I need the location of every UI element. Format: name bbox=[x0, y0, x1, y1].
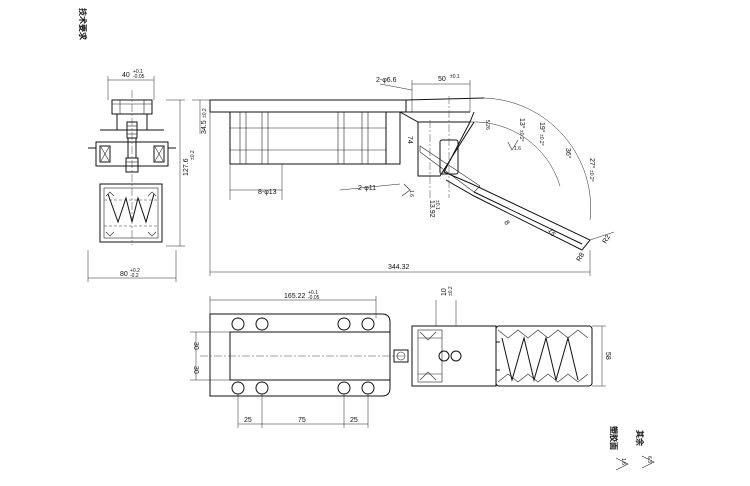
roughness-surface-value: 1.6 bbox=[620, 458, 626, 465]
side-dim-width: 40 bbox=[122, 72, 130, 79]
front-dim-19: 19° bbox=[538, 122, 546, 133]
front-dim-27-tol: ±0.2° bbox=[588, 170, 594, 182]
top-grip bbox=[495, 325, 593, 387]
front-dim-5-26: 5.26 bbox=[484, 120, 490, 130]
front-dim-50-tol: ±0.1 bbox=[450, 74, 460, 80]
front-dim-13: 13° bbox=[518, 118, 526, 129]
front-dim-74: 74 bbox=[406, 136, 413, 144]
top-dim-165: 165.22 bbox=[284, 293, 306, 300]
side-dim-height: 127.6 bbox=[183, 158, 190, 176]
side-dim-small-tol: ±0.2 bbox=[202, 108, 208, 118]
roughness-rest-value: 6.3 bbox=[646, 456, 652, 463]
front-dim-r2: R2 bbox=[602, 234, 613, 245]
side-dim-bottom-tol-upper: +0.2 bbox=[130, 268, 140, 274]
top-view: 165.22 +0.1 -0.05 10 ±0.2 30 30 25 75 25… bbox=[190, 286, 611, 428]
roughness-rest-label: 其余 bbox=[635, 430, 645, 447]
front-roughness-1-6b: 1.6 bbox=[408, 190, 414, 197]
side-dim-bottom-tol-lower: -0.2 bbox=[130, 273, 139, 279]
front-roughness-1-6: 1.6 bbox=[514, 146, 521, 152]
top-base-plate bbox=[209, 313, 391, 397]
top-dim-25-left: 25 bbox=[244, 417, 252, 424]
front-dim-r8: R8 bbox=[576, 252, 587, 263]
front-hole-8: 8-φ13 bbox=[258, 189, 277, 196]
vertical-requirement-label: 技术要求 bbox=[78, 8, 88, 41]
top-dim-30-bottom: 30 bbox=[192, 366, 199, 374]
side-dim-bottom: 80 bbox=[120, 271, 128, 278]
top-grip-spring bbox=[501, 336, 579, 382]
top-dim-10: 10 bbox=[441, 288, 448, 296]
side-nut bbox=[125, 157, 139, 173]
front-mount-arm bbox=[229, 111, 387, 165]
front-dim-13-92: 13.92 bbox=[428, 200, 435, 218]
front-view: 2-φ6.6 50 ±0.1 5.26 13° ±0.2° 19° ±0.2° … bbox=[209, 74, 615, 276]
top-dim-25-right: 25 bbox=[350, 417, 358, 424]
roughness-symbol-icon bbox=[641, 455, 655, 469]
front-dim-50: 50 bbox=[438, 76, 446, 83]
front-dim-13-tol: ±0.2° bbox=[518, 130, 524, 142]
front-dim-19-tol: ±0.2° bbox=[538, 134, 544, 146]
roughness-surface-label: 塑胶面 bbox=[609, 426, 619, 450]
front-lever-link bbox=[419, 145, 481, 193]
top-dim-165-tol-upper: +0.1 bbox=[308, 290, 318, 296]
front-hole-2-11: 2-φ11 bbox=[358, 185, 376, 192]
side-grip-spring bbox=[107, 193, 155, 224]
front-dim-total: 344.32 bbox=[388, 264, 410, 271]
front-dim-15: 15 bbox=[546, 228, 556, 238]
front-hole-top: 2-φ6.6 bbox=[376, 77, 397, 84]
top-dim-58: 58 bbox=[604, 352, 611, 360]
side-dim-width-tol-lower: -0.05 bbox=[133, 74, 145, 80]
top-dim-30-top: 30 bbox=[192, 342, 199, 350]
side-dim-width-tol-upper: +0.1 bbox=[133, 69, 143, 75]
top-dim-75: 75 bbox=[298, 417, 306, 424]
front-dim-8: 8 bbox=[502, 220, 510, 227]
front-base-plate bbox=[209, 99, 407, 113]
top-spindle bbox=[393, 349, 409, 363]
top-dim-165-tol-lower: -0.05 bbox=[308, 295, 320, 301]
side-dim-small: 34.5 bbox=[201, 120, 208, 134]
side-body bbox=[95, 141, 169, 167]
side-dim-height-tol: ±0.2 bbox=[190, 150, 196, 160]
roughness-surface-symbol-icon bbox=[615, 457, 629, 471]
side-grip bbox=[99, 183, 163, 243]
front-angle-36: 36° bbox=[564, 148, 572, 159]
front-dim-13-92-tol: ±0.1 bbox=[434, 200, 440, 210]
top-dim-10-tol: ±0.2 bbox=[448, 286, 454, 296]
front-dim-27: 27° bbox=[588, 158, 596, 169]
side-view: 40 +0.1 -0.05 bbox=[87, 69, 210, 282]
top-handle-body bbox=[411, 325, 497, 387]
roughness-note: 其余 塑胶面 6.3 1.6 bbox=[609, 426, 655, 471]
